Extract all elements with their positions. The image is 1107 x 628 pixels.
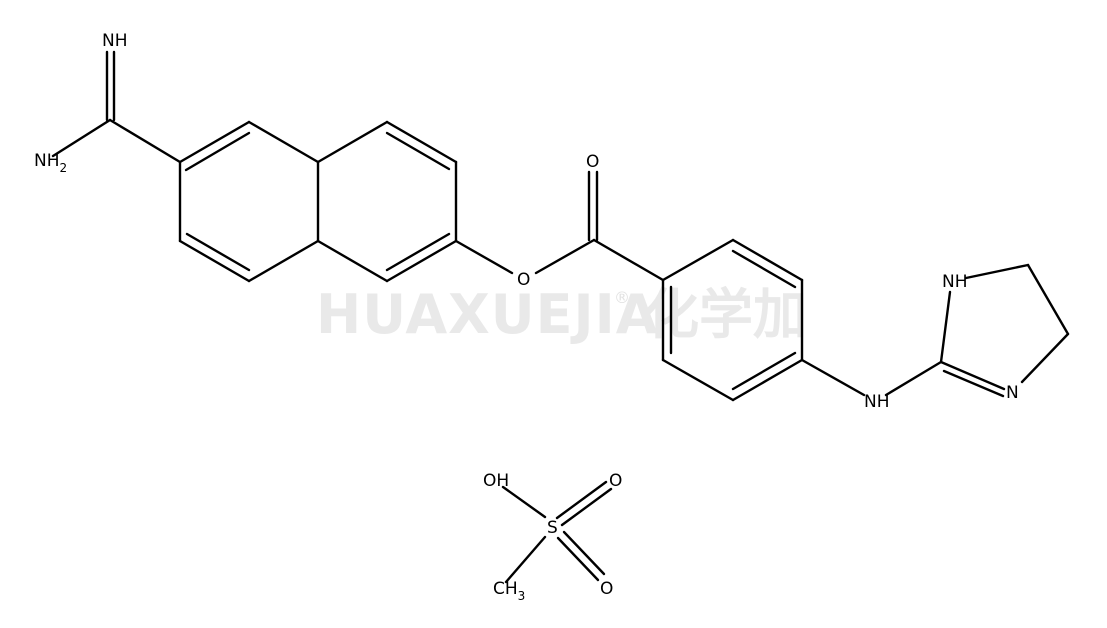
- ring-a-bond-5-inner: [185, 232, 251, 272]
- s-o-double-2b: [562, 530, 606, 576]
- ring-ch2-n-bond: [1020, 332, 1070, 384]
- ring-nh-label: NH: [942, 272, 968, 292]
- ring-a-bond-2: [247, 120, 320, 164]
- naphthalene-bonds: [178, 120, 458, 283]
- ring-c-n-double-b: [942, 369, 1005, 398]
- ester-o-bond-right: [534, 238, 596, 275]
- s-o-double-1b: [560, 487, 613, 527]
- imidazoline-bonds: [800, 263, 1070, 398]
- ester-o-label: O: [517, 270, 530, 290]
- benzene-bond-4: [731, 358, 804, 402]
- linker-nh-label: NH: [864, 392, 890, 412]
- ring-a-bond-1-inner: [184, 131, 251, 172]
- ring-b-bond-2-inner: [385, 131, 451, 171]
- ring-c-n-double-a: [939, 360, 1006, 391]
- watermark-text: HUAXUEJIA: [316, 283, 659, 346]
- benzene-bond-1: [661, 238, 735, 282]
- sulfonyl-o1-label: O: [609, 471, 622, 491]
- benzene-bonds: [661, 238, 804, 402]
- ester-o-bond-left: [454, 239, 514, 275]
- linker-nh-bond-left: [800, 358, 866, 397]
- ring-ch2-ch2-bond: [1026, 263, 1070, 336]
- ring-b-bond-1: [316, 120, 389, 164]
- linker-nh-bond-right: [884, 360, 943, 397]
- s-o-double-1a: [555, 480, 608, 520]
- s-ch3-bond: [504, 535, 547, 584]
- ring-a-bond-1: [178, 120, 251, 164]
- mesylate-bonds: [501, 480, 613, 584]
- watermark-chinese-text: 化学加: [645, 283, 807, 346]
- ring-b-bond-5: [316, 239, 389, 283]
- atom-labels: NH NH2 O O NH N NH OH S O O CH3: [34, 31, 1019, 603]
- ring-b-bond-4-inner: [385, 232, 451, 272]
- benzene-bond-2: [731, 238, 804, 282]
- carbonyl-o-label: O: [586, 152, 599, 172]
- benzene-bond-4-inner: [731, 351, 797, 391]
- methyl-label: CH3: [493, 579, 525, 603]
- ring-c-nh-bond: [939, 290, 952, 364]
- s-o-double-2a: [556, 536, 600, 582]
- oh-s-bond: [501, 485, 547, 519]
- ring-a-bond-5: [178, 239, 251, 283]
- benzene-bond-5: [661, 358, 735, 402]
- carbonyl-ring-bond: [592, 238, 665, 282]
- ring-nh-ch2-bond: [964, 263, 1030, 280]
- benzene-bond-2-inner: [731, 249, 797, 289]
- sulfur-label: S: [547, 518, 558, 538]
- amine-nh2-label: NH2: [34, 151, 67, 175]
- ring-b-bond-4: [385, 239, 458, 283]
- ring-n-label: N: [1006, 383, 1019, 403]
- imine-nh-label: NH: [102, 31, 128, 51]
- sulfonic-oh-label: OH: [483, 471, 509, 491]
- amine-bond: [51, 118, 112, 158]
- ring-a-bond-4: [247, 239, 320, 283]
- watermark: HUAXUEJIA ® 化学加: [316, 283, 807, 346]
- ester-bonds: [454, 170, 665, 282]
- amidine-bonds: [51, 50, 182, 164]
- watermark-registered-mark: ®: [614, 288, 630, 307]
- ring-b-bond-2: [385, 120, 458, 164]
- amidine-ring-bond: [108, 118, 182, 164]
- sulfonyl-o2-label: O: [600, 579, 613, 599]
